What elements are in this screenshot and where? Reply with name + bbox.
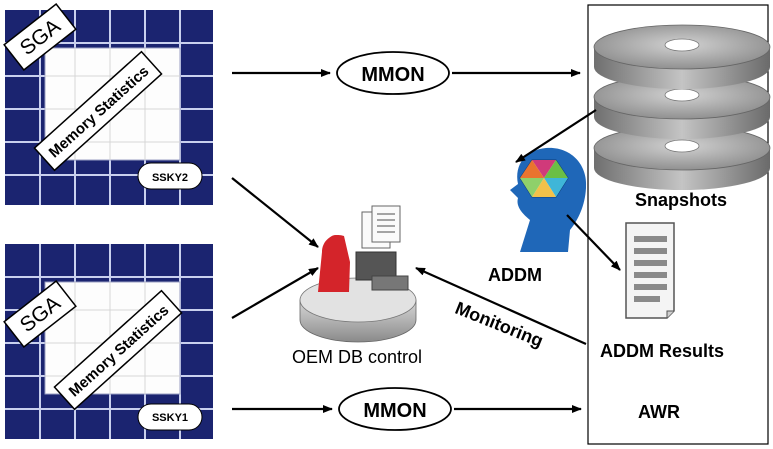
instance-name: SSKY1: [152, 412, 188, 424]
snapshots-to-addm-arrow: [515, 109, 597, 163]
oem-console-icon: [299, 205, 417, 343]
addm-head-icon: [510, 147, 587, 252]
snapshot-disk-stack: [593, 24, 771, 190]
mmon-label-top: MMON: [361, 64, 424, 86]
oem-db-control-label: OEM DB control: [292, 347, 422, 367]
mmon-process-bottom: [338, 387, 452, 431]
instance-badge: [137, 162, 203, 190]
mmon-label-bottom: MMON: [363, 400, 426, 422]
addm-results-document-icon: [625, 222, 675, 319]
connector-arrows: [231, 69, 621, 413]
instance-badge: [137, 403, 203, 431]
instance-sga-top: SGA Memory Statistics SSKY2: [3, 3, 213, 205]
snapshot-disk: [593, 125, 771, 190]
instance-to-oem-arrow-bottom: [231, 267, 319, 319]
awr-label: AWR: [638, 402, 680, 422]
snapshots-label: Snapshots: [635, 190, 727, 210]
instance-name: SSKY2: [152, 172, 188, 184]
addm-to-results-arrow: [566, 214, 621, 271]
addm-label: ADDM: [488, 265, 542, 285]
addm-results-label: ADDM Results: [600, 341, 724, 361]
mmon-process-top: [336, 51, 450, 95]
snapshot-disk: [593, 24, 771, 89]
instance-to-oem-arrow-top: [231, 177, 319, 248]
awr-to-oem-arrow: [415, 266, 587, 346]
instance-sga-bottom: SGA Memory Statistics SSKY1: [3, 244, 213, 439]
